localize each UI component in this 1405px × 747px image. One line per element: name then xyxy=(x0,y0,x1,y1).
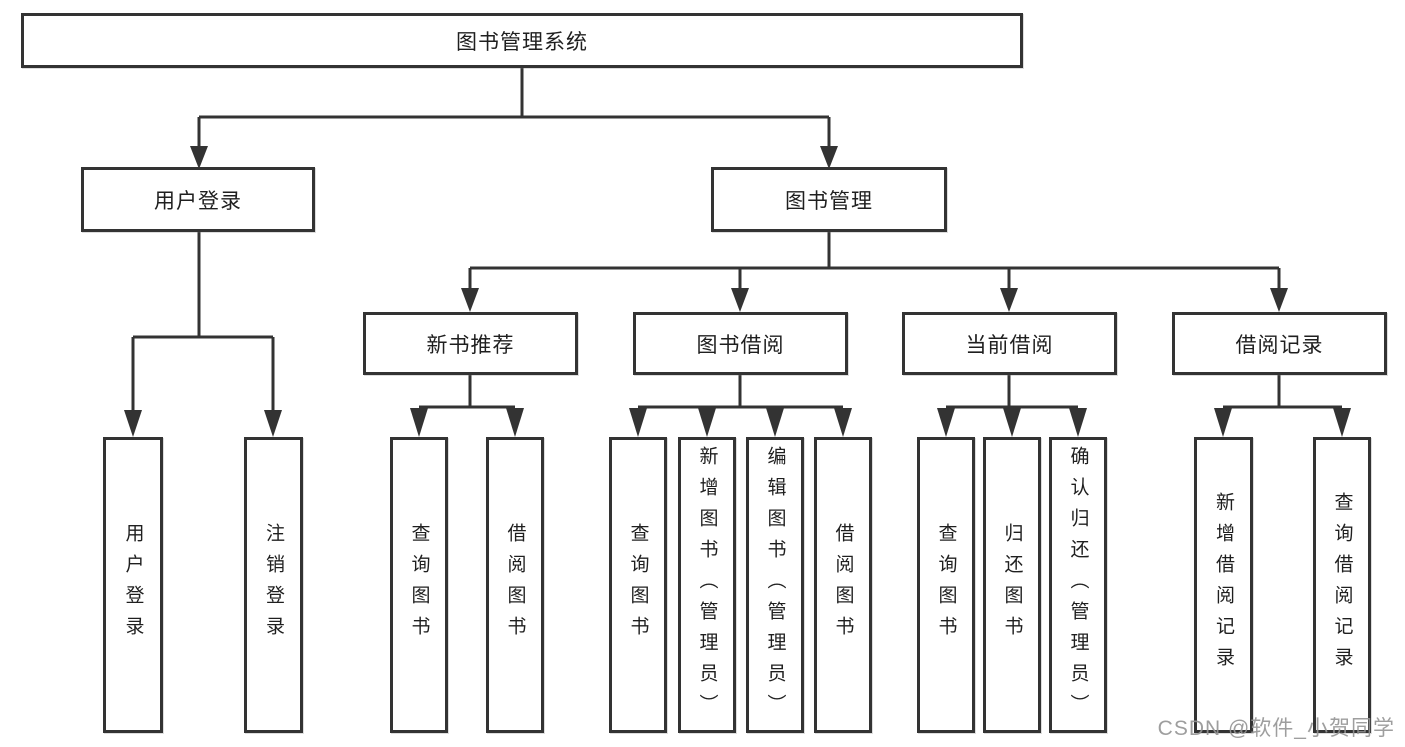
leaf-user-login: 用户登录 xyxy=(103,437,163,733)
node-library-management-system: 图书管理系统 xyxy=(21,13,1023,68)
connector-root xyxy=(197,68,831,150)
connector-new-book-recommend xyxy=(419,375,515,409)
node-book-borrow: 图书借阅 xyxy=(633,312,848,375)
node-user-login: 用户登录 xyxy=(81,167,315,232)
leaf-logout: 注销登录 xyxy=(244,437,303,733)
node-new-book-recommend: 新书推荐 xyxy=(363,312,578,375)
csdn-watermark: CSDN @软件_小贺同学 xyxy=(1157,717,1395,740)
leaf-confirm-return-admin: 确认归还（管理员） xyxy=(1049,437,1107,733)
node-book-management: 图书管理 xyxy=(711,167,947,232)
leaf-current-query-book: 查询图书 xyxy=(917,437,975,733)
connector-user-login xyxy=(131,232,275,414)
leaf-add-book-admin: 新增图书（管理员） xyxy=(678,437,736,733)
connector-book-management xyxy=(468,232,1281,292)
leaf-borrow-book: 借阅图书 xyxy=(814,437,872,733)
node-current-borrow: 当前借阅 xyxy=(902,312,1117,375)
leaf-borrow-query-book: 查询图书 xyxy=(609,437,667,733)
connector-book-borrow xyxy=(638,375,843,409)
connector-borrow-records xyxy=(1223,375,1342,409)
connector-current-borrow xyxy=(946,375,1078,409)
leaf-recommend-query-book: 查询图书 xyxy=(390,437,448,733)
leaf-edit-book-admin: 编辑图书（管理员） xyxy=(746,437,804,733)
leaf-return-book: 归还图书 xyxy=(983,437,1041,733)
node-borrow-records: 借阅记录 xyxy=(1172,312,1387,375)
leaf-query-borrow-record: 查询借阅记录 xyxy=(1313,437,1371,733)
leaf-recommend-borrow-book: 借阅图书 xyxy=(486,437,544,733)
leaf-add-borrow-record: 新增借阅记录 xyxy=(1194,437,1253,733)
